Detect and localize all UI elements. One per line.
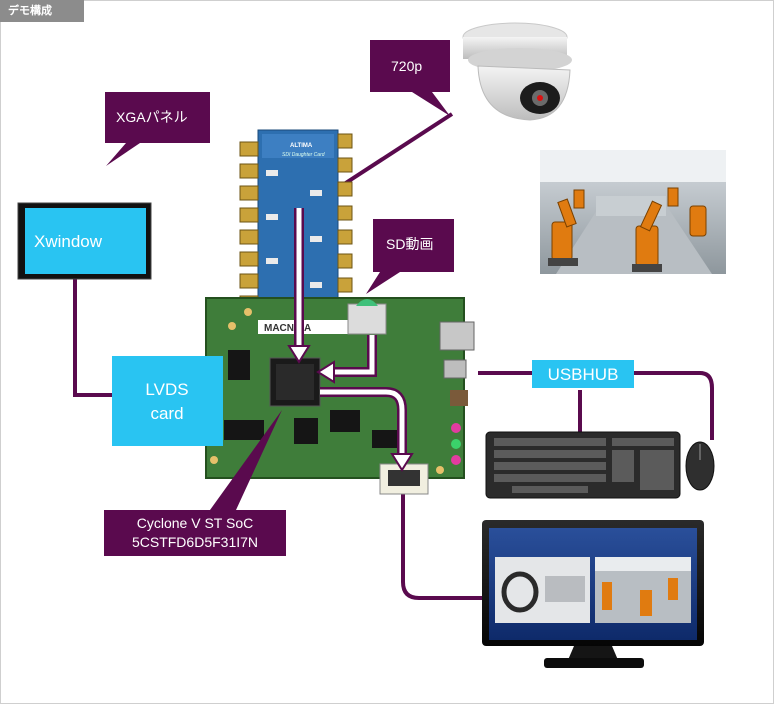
callout-soc: Cyclone V ST SoC 5CSTFD6D5F31I7N: [104, 410, 286, 556]
main-board-brand: MACNICA: [264, 323, 311, 334]
callout-720p: 720p: [370, 40, 450, 116]
mouse: [685, 441, 715, 491]
callout-xga-text: XGAパネル: [116, 109, 188, 125]
line-xga-to-lvds: [73, 278, 112, 397]
callout-sd-text: SD動画: [386, 236, 433, 252]
monitor: [482, 520, 704, 668]
callout-sd: SD動画: [366, 219, 454, 294]
line-camera-to-daughter: [336, 112, 454, 190]
sd-card-slot: [347, 303, 387, 335]
callout-xga: XGAパネル: [105, 92, 210, 166]
lvds-label-line1: LVDS: [145, 380, 188, 399]
connection-lines: [73, 112, 714, 600]
callout-720p-text: 720p: [391, 58, 422, 74]
callout-soc-line1: Cyclone V ST SoC: [137, 515, 253, 531]
daughter-name: SDI Daughter Card: [282, 152, 325, 158]
xga-panel: Xwindow: [17, 202, 152, 280]
robot-factory-photo: [540, 150, 726, 274]
xwindow-label: Xwindow: [34, 232, 103, 251]
usbhub-box: USBHUB: [532, 360, 634, 388]
dvi-connector: [379, 463, 429, 495]
usbhub-label: USBHUB: [548, 365, 619, 384]
line-usbhub-right: [634, 371, 714, 440]
daughter-brand: ALTIMA: [290, 143, 313, 149]
keyboard: [485, 431, 681, 499]
fpga-main-board: MACNICA: [205, 297, 475, 479]
ethernet-port: [439, 321, 475, 351]
line-dvi-to-monitor: [401, 494, 488, 600]
lvds-card-box: LVDS card: [112, 356, 223, 446]
section-tab: デモ構成: [0, 0, 84, 22]
flow-arrows: [287, 208, 414, 472]
callout-soc-line2: 5CSTFD6D5F31I7N: [132, 534, 258, 550]
lvds-label-line2: card: [150, 404, 183, 423]
dome-camera: [462, 22, 572, 121]
